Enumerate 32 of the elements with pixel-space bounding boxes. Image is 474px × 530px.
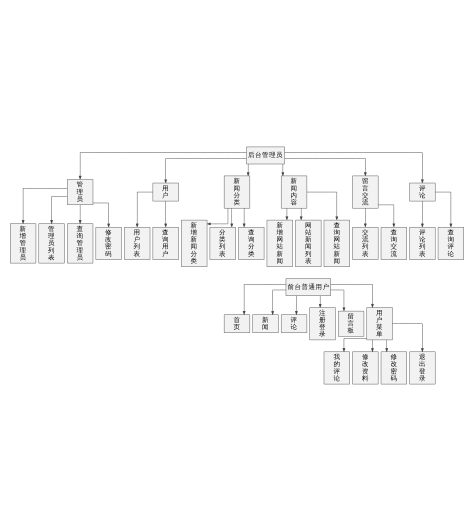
arrow	[284, 158, 367, 176]
arrow	[78, 152, 247, 180]
arrow	[435, 191, 452, 227]
arrow	[284, 152, 424, 183]
arrow	[342, 338, 367, 352]
arrow	[78, 204, 82, 224]
arrow	[271, 289, 286, 314]
arrow	[420, 200, 424, 227]
arrow	[92, 202, 110, 227]
arrow	[371, 339, 374, 352]
arrow	[306, 191, 338, 220]
arrow	[164, 158, 247, 183]
arrow	[246, 163, 250, 176]
arrow	[242, 208, 246, 227]
arrow	[385, 339, 388, 352]
arrow	[164, 200, 168, 227]
arrow	[281, 163, 284, 176]
arrow	[242, 284, 286, 314]
arrow	[206, 208, 228, 225]
arrow	[295, 295, 298, 314]
arrow	[330, 284, 374, 308]
arrow	[50, 196, 68, 224]
arrow	[364, 208, 367, 227]
arrow	[22, 188, 68, 224]
arrow	[136, 191, 154, 227]
arrow	[300, 208, 303, 220]
arrow	[330, 289, 346, 311]
arrow	[392, 323, 424, 352]
arrow	[286, 208, 288, 220]
arrow	[378, 204, 396, 227]
arrow	[230, 208, 234, 227]
arrow	[318, 295, 322, 308]
